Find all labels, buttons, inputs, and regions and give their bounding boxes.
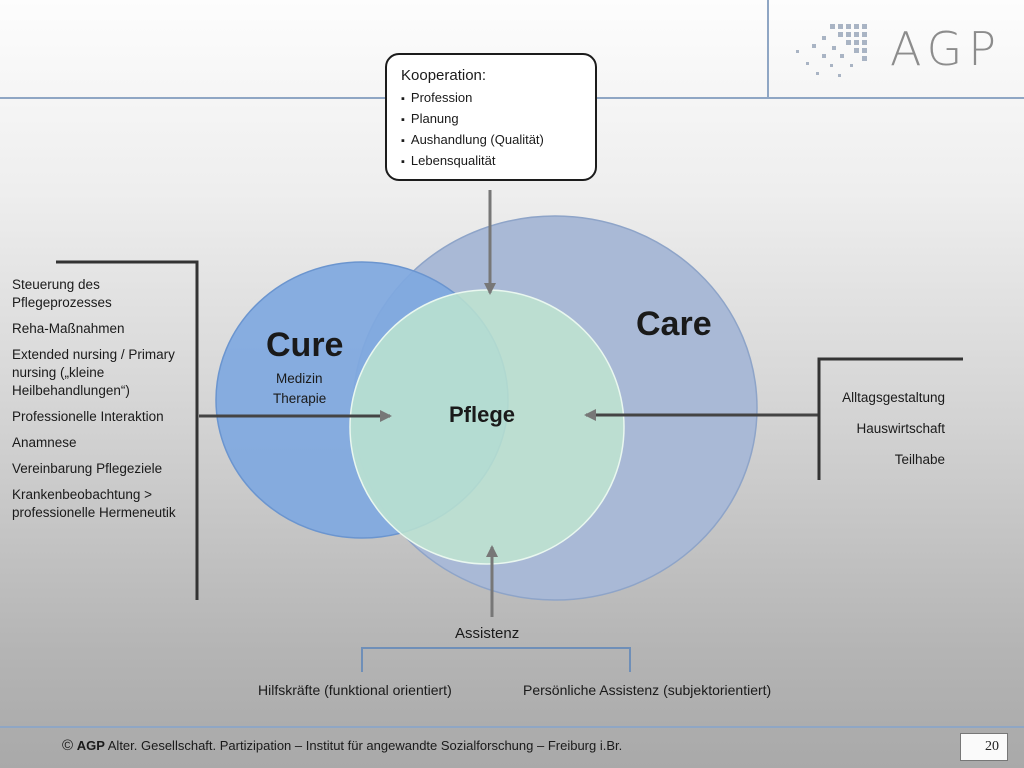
cooperation-item: Planung: [401, 109, 581, 130]
left-bracket: [56, 260, 199, 600]
left-list-item: Vereinbarung Pflegeziele: [12, 461, 163, 476]
right-list-item: Teilhabe: [894, 452, 945, 467]
logo-mark: [796, 24, 867, 77]
assistenz-right: Persönliche Assistenz (subjektorientiert…: [523, 682, 772, 698]
cooperation-item: Profession: [401, 88, 581, 109]
right-list-item: Alltagsgestaltung: [842, 390, 945, 405]
logo-text: AGP: [890, 22, 1003, 76]
footer-brand: AGP: [76, 738, 105, 753]
footer-rule: [0, 726, 1024, 728]
cure-label: Cure: [266, 326, 344, 364]
header-divider: [767, 0, 769, 97]
left-list-item: Krankenbeobachtung > professionelle Herm…: [12, 487, 176, 520]
page-number: 20: [960, 733, 1008, 761]
cooperation-list: Profession Planung Aushandlung (Qualität…: [401, 88, 581, 172]
pflege-label: Pflege: [449, 402, 516, 427]
right-list: Alltagsgestaltung Hauswirtschaft Teilhab…: [800, 382, 945, 475]
footer-text: © AGP Alter. Gesellschaft. Partizipation…: [62, 737, 622, 754]
assistenz-label: Assistenz: [455, 625, 520, 642]
left-list-item: Steuerung des Pflegeprozesses: [12, 277, 112, 310]
care-label: Care: [636, 305, 712, 343]
cooperation-item: Lebensqualität: [401, 151, 581, 172]
cooperation-title: Kooperation:: [401, 67, 487, 84]
copyright-symbol: ©: [62, 737, 74, 754]
right-bracket: [817, 357, 963, 480]
cure-sub-therapie: Therapie: [273, 391, 327, 406]
assistenz-left: Hilfskräfte (funktional orientiert): [258, 682, 452, 698]
footer-institute: Alter. Gesellschaft. Partizipation – Ins…: [104, 738, 623, 753]
left-list-item: Extended nursing / Primary nursing („kle…: [12, 347, 175, 398]
left-list-item: Reha-Maßnahmen: [12, 321, 125, 336]
cooperation-box: Kooperation: Profession Planung Aushandl…: [385, 53, 597, 181]
left-list: Steuerung des Pflegeprozesses Reha-Maßna…: [12, 276, 197, 530]
left-list-item: Professionelle Interaktion: [12, 409, 164, 424]
right-list-item: Hauswirtschaft: [856, 421, 945, 436]
cure-sub-medizin: Medizin: [276, 371, 323, 386]
assistenz-bracket: [361, 647, 631, 672]
cooperation-item: Aushandlung (Qualität): [401, 130, 581, 151]
left-list-item: Anamnese: [12, 435, 77, 450]
